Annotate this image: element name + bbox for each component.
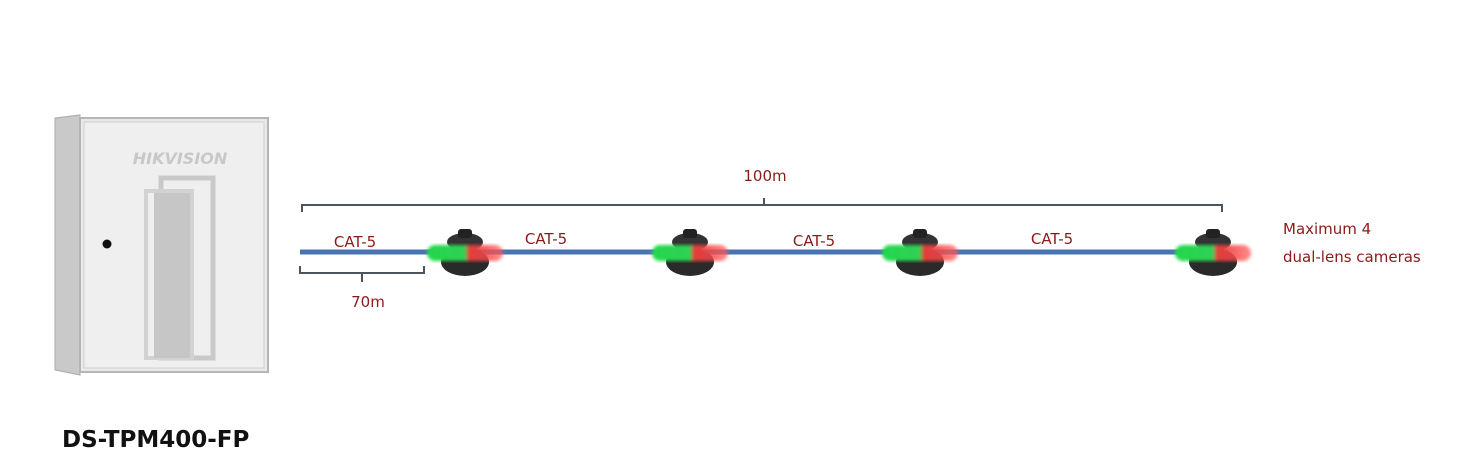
- device-model-title: DS-TPM400-FP: [62, 427, 250, 453]
- cable-label: CAT-5: [1031, 230, 1073, 248]
- segment-distance-label: 70m: [351, 293, 385, 311]
- dual-lens-camera-icon: [427, 229, 503, 276]
- cable-label: CAT-5: [793, 232, 835, 250]
- total-distance-label: 100m: [743, 167, 786, 185]
- note-line-1: Maximum 4: [1283, 220, 1371, 238]
- total-distance-bracket: [301, 198, 1223, 212]
- cable-label: CAT-5: [525, 230, 567, 248]
- hikvision-logo: HIKVISION: [133, 149, 228, 168]
- lock-icon: [102, 239, 112, 249]
- dual-lens-camera-icon: [1175, 229, 1251, 276]
- dual-lens-camera-icon: [882, 229, 958, 276]
- cabinet-device: HIKVISION: [54, 114, 269, 376]
- segment-distance-bracket: [299, 266, 425, 282]
- dual-lens-camera-icon: [652, 229, 728, 276]
- note-line-2: dual-lens cameras: [1283, 248, 1421, 266]
- cable-label: CAT-5: [334, 233, 376, 251]
